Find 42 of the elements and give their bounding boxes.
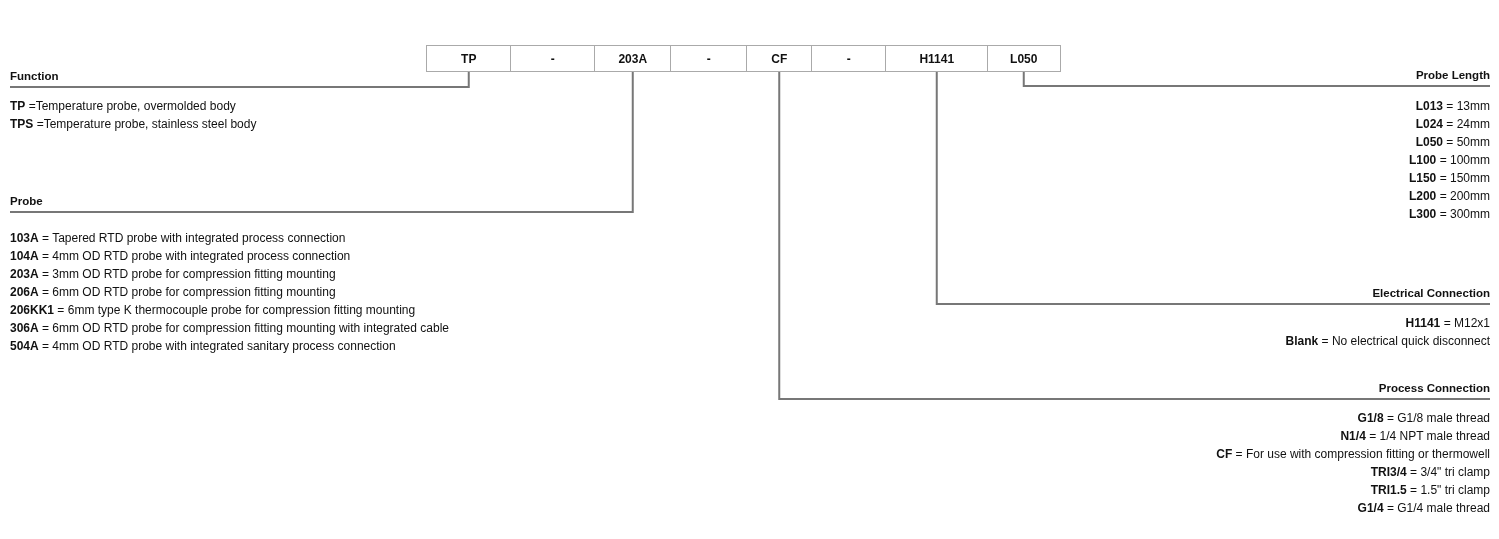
option-description: N1/4 = 1/4 NPT male thread bbox=[1340, 429, 1490, 443]
option-description: 104A = 4mm OD RTD probe with integrated process connection bbox=[10, 249, 351, 263]
code-segment-cell: - bbox=[811, 45, 887, 72]
option-description: L050 = 50mm bbox=[1415, 135, 1490, 149]
option-description: Blank = No electrical quick disconnect bbox=[1285, 334, 1490, 348]
code-segment-cell: TP bbox=[426, 45, 512, 72]
connector-line bbox=[449, 71, 470, 88]
option-description: CF = For use with compression fitting or thermowell bbox=[1216, 447, 1490, 461]
option-description: H1141 = M12x1 bbox=[1405, 316, 1490, 330]
option-description: G1/4 = G1/4 male thread bbox=[1357, 501, 1490, 515]
option-description: L300 = 300mm bbox=[1408, 207, 1490, 221]
code-segment-cell: - bbox=[670, 45, 748, 72]
connector-line bbox=[778, 71, 797, 400]
option-description: L150 = 150mm bbox=[1408, 171, 1490, 185]
code-segment-cell: - bbox=[510, 45, 596, 72]
option-description: L100 = 100mm bbox=[1408, 153, 1490, 167]
code-segment-cell: CF bbox=[746, 45, 813, 72]
option-description: 206A = 6mm OD RTD probe for compression fitting mounting bbox=[10, 285, 336, 299]
option-description: TRI1.5 = 1.5" tri clamp bbox=[1370, 483, 1490, 497]
section-heading: Probe bbox=[10, 190, 610, 213]
code-segment-cell: H1141 bbox=[885, 45, 989, 72]
option-description: 206KK1 = 6mm type K thermocouple probe for compression fitting mounting bbox=[10, 303, 416, 317]
connector-line bbox=[1022, 71, 1041, 87]
option-description: TP =Temperature probe, overmolded body bbox=[10, 99, 236, 113]
code-segment-cell: L050 bbox=[987, 45, 1061, 72]
option-description: L024 = 24mm bbox=[1415, 117, 1490, 131]
option-description: TPS =Temperature probe, stainless steel body bbox=[10, 117, 257, 131]
option-description: L013 = 13mm bbox=[1415, 99, 1490, 113]
option-description: 504A = 4mm OD RTD probe with integrated sanitary process connection bbox=[10, 339, 396, 353]
option-description: 306A = 6mm OD RTD probe for compression fitting mounting with integrated cable bbox=[10, 321, 449, 335]
connector-line bbox=[935, 71, 956, 305]
option-description: G1/8 = G1/8 male thread bbox=[1357, 411, 1490, 425]
connector-line bbox=[609, 71, 634, 213]
option-description: 103A = Tapered RTD probe with integrated process connection bbox=[10, 231, 346, 245]
section-heading: Process Connection bbox=[796, 376, 1490, 400]
section-heading: Probe Length bbox=[1040, 65, 1490, 87]
option-description: 203A = 3mm OD RTD probe for compression fitting mounting bbox=[10, 267, 336, 281]
section-heading: Electrical Connection bbox=[955, 282, 1490, 305]
option-description: TRI3/4 = 3/4" tri clamp bbox=[1370, 465, 1490, 479]
section-heading: Function bbox=[10, 66, 450, 88]
code-segment-cell: 203A bbox=[594, 45, 672, 72]
option-description: L200 = 200mm bbox=[1408, 189, 1490, 203]
